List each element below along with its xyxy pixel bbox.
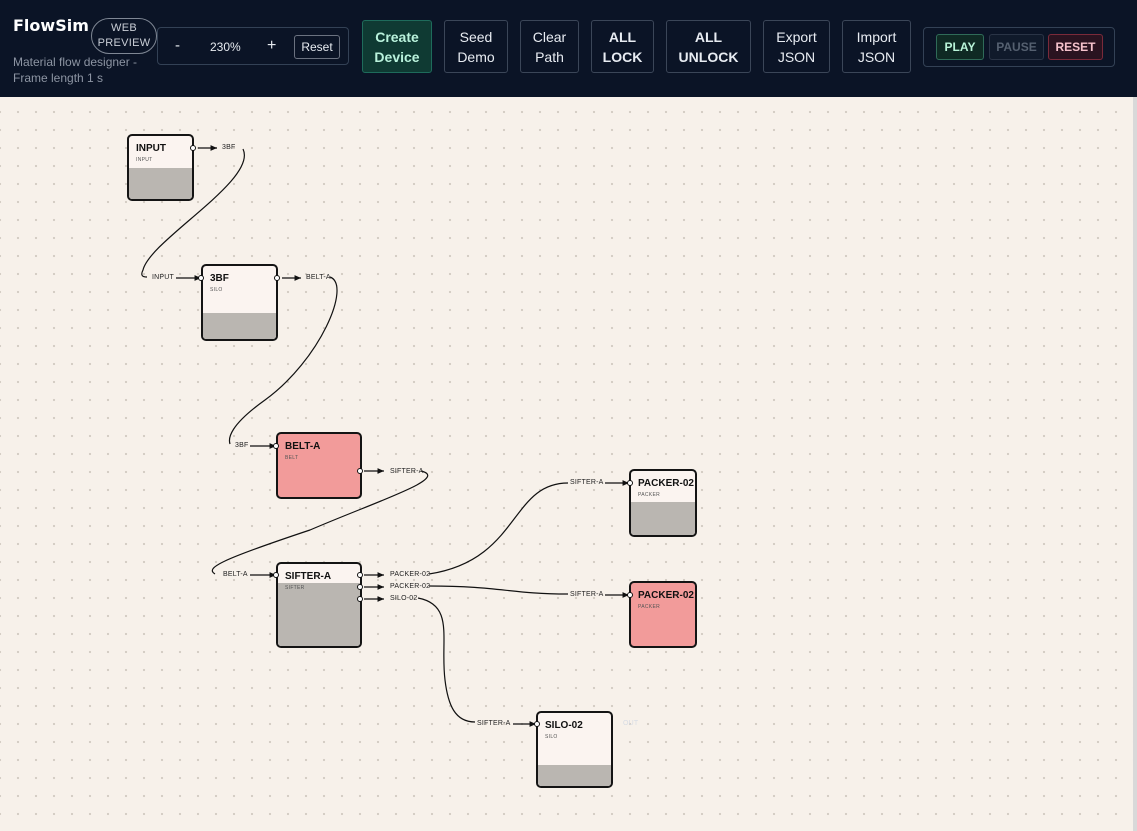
- node-fill-level: [538, 765, 611, 786]
- seed-demo-button[interactable]: Seed Demo: [444, 20, 508, 73]
- zoom-control: - 230% + Reset: [157, 27, 349, 65]
- button-line: LOCK: [602, 49, 643, 65]
- wire-sifter-to-silo02: [417, 597, 476, 723]
- output-port[interactable]: [357, 584, 363, 590]
- port-label: SIFTER-A: [570, 479, 604, 486]
- device-node-belt-a[interactable]: BELT-A BELT: [276, 432, 362, 499]
- node-type: INPUT: [136, 157, 153, 163]
- device-node-3bf[interactable]: 3BF SILO: [201, 264, 278, 341]
- web-preview-badge: WEB PREVIEW: [91, 18, 157, 54]
- app-title: FlowSim: [13, 16, 89, 35]
- wire-sifter-to-packer2: [428, 585, 569, 595]
- port-label-out: OUT: [623, 720, 639, 727]
- node-fill-level: [203, 313, 276, 339]
- node-name: INPUT: [136, 143, 166, 154]
- output-port[interactable]: [357, 468, 363, 474]
- port-label: BELT-A: [223, 571, 248, 578]
- app-subtitle: Material flow designer - Frame length 1 …: [13, 55, 138, 85]
- input-port[interactable]: [627, 592, 633, 598]
- port-label: SILO-02: [390, 595, 418, 602]
- button-line: Create: [375, 29, 419, 45]
- node-name: SIFTER-A: [285, 571, 332, 582]
- device-node-packer-02-b[interactable]: PACKER-02 PACKER: [629, 581, 697, 648]
- port-label: SIFTER-A: [390, 468, 424, 475]
- node-name: 3BF: [210, 273, 229, 284]
- button-line: Clear: [532, 29, 567, 45]
- all-unlock-button[interactable]: ALL UNLOCK: [666, 20, 751, 73]
- node-name: BELT-A: [285, 441, 321, 452]
- wire-3bf-to-belt: [228, 276, 338, 445]
- node-name: PACKER-02: [638, 478, 694, 489]
- play-button[interactable]: PLAY: [936, 34, 984, 60]
- node-fill-level: [631, 502, 695, 535]
- input-port[interactable]: [273, 443, 279, 449]
- wire-input-to-3bf: [141, 148, 246, 278]
- output-port[interactable]: [357, 596, 363, 602]
- button-line: ALL: [608, 29, 637, 45]
- node-type: SILO: [210, 287, 223, 293]
- port-label: BELT-A: [306, 274, 331, 281]
- node-type: PACKER: [638, 604, 660, 610]
- all-lock-button[interactable]: ALL LOCK: [591, 20, 654, 73]
- button-line: Seed: [459, 29, 493, 45]
- device-node-silo-02[interactable]: SILO-02 SILO: [536, 711, 613, 788]
- node-name: SILO-02: [545, 720, 583, 731]
- pause-button[interactable]: PAUSE: [989, 34, 1044, 60]
- button-line: Path: [535, 49, 564, 65]
- input-port[interactable]: [627, 480, 633, 486]
- canvas-scrollbar[interactable]: [1133, 97, 1137, 831]
- badge-line-2: PREVIEW: [97, 37, 151, 49]
- button-line: Export: [776, 29, 817, 45]
- clear-path-button[interactable]: Clear Path: [520, 20, 579, 73]
- port-label: PACKER-02: [390, 571, 431, 578]
- zoom-out-button[interactable]: -: [175, 37, 180, 54]
- input-port[interactable]: [198, 275, 204, 281]
- playback-controls: PLAY PAUSE RESET: [923, 27, 1115, 67]
- reset-button[interactable]: RESET: [1048, 34, 1103, 60]
- output-port[interactable]: [190, 145, 196, 151]
- create-device-button[interactable]: Create Device: [362, 20, 432, 73]
- output-port[interactable]: [274, 275, 280, 281]
- wire-belt-to-sifter: [211, 470, 429, 575]
- button-line: Import: [856, 29, 897, 45]
- port-label: 3BF: [222, 144, 236, 151]
- zoom-reset-button[interactable]: Reset: [294, 35, 340, 59]
- zoom-in-button[interactable]: +: [267, 37, 277, 54]
- port-label: SIFTER-A: [477, 720, 511, 727]
- button-line: Demo: [457, 49, 495, 65]
- button-line: Device: [374, 49, 420, 65]
- output-port[interactable]: [357, 572, 363, 578]
- device-node-input[interactable]: INPUT INPUT: [127, 134, 194, 201]
- input-port[interactable]: [273, 572, 279, 578]
- button-line: JSON: [777, 49, 816, 65]
- port-label: SIFTER-A: [570, 591, 604, 598]
- node-type: BELT: [285, 455, 299, 461]
- port-label: PACKER-02: [390, 583, 431, 590]
- flow-canvas[interactable]: [0, 97, 1133, 828]
- button-line: JSON: [857, 49, 896, 65]
- node-type: SILO: [545, 734, 558, 740]
- port-label: 3BF: [235, 442, 249, 449]
- node-fill-level: [278, 583, 360, 646]
- node-type: SIFTER: [285, 585, 305, 591]
- device-node-sifter-a[interactable]: SIFTER-A SIFTER: [276, 562, 362, 648]
- node-fill-level: [129, 168, 192, 199]
- export-json-button[interactable]: Export JSON: [763, 20, 830, 73]
- port-label: INPUT: [152, 274, 174, 281]
- button-line: UNLOCK: [678, 49, 739, 65]
- node-name: PACKER-02: [638, 590, 694, 601]
- badge-line-1: WEB: [111, 22, 137, 34]
- import-json-button[interactable]: Import JSON: [842, 20, 911, 73]
- button-line: ALL: [694, 29, 723, 45]
- input-port[interactable]: [534, 721, 540, 727]
- device-node-packer-02-a[interactable]: PACKER-02 PACKER: [629, 469, 697, 537]
- top-toolbar: FlowSim WEB PREVIEW Material flow design…: [0, 0, 1137, 97]
- wire-sifter-to-packer1: [428, 482, 569, 575]
- node-type: PACKER: [638, 492, 660, 498]
- zoom-level: 230%: [210, 40, 241, 54]
